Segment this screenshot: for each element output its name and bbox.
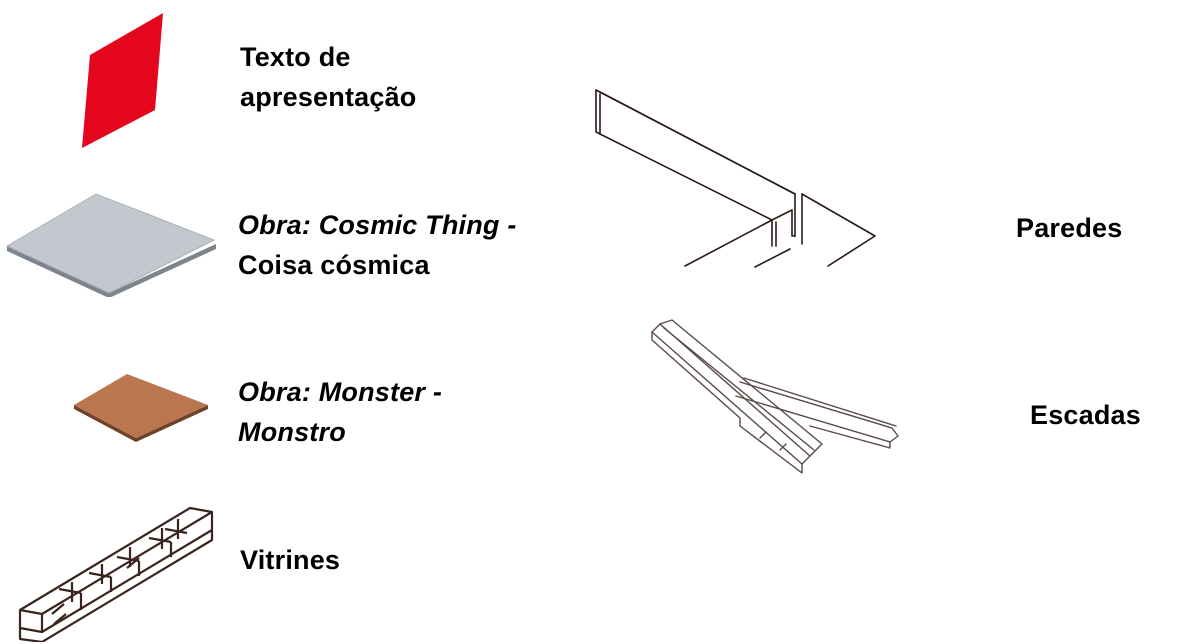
stairs-line1: Escadas <box>1030 400 1141 430</box>
brown-platform-top <box>74 374 208 438</box>
stairs-icon <box>651 319 899 474</box>
walls-icon <box>595 89 876 268</box>
cosmic-thing-label: Obra: Cosmic Thing - Coisa cósmica <box>238 205 517 285</box>
monster-label: Obra: Monster - Monstro <box>238 372 442 452</box>
red-panel-shape <box>82 13 163 148</box>
cosmic-thing-line1: Obra: Cosmic Thing - <box>238 210 517 240</box>
monster-line2: Monstro <box>238 417 346 447</box>
walls-label: Paredes <box>1016 208 1122 248</box>
gray-platform-top <box>5 193 216 294</box>
red-panel-icon <box>82 13 163 148</box>
vitrines-label: Vitrines <box>240 540 340 580</box>
monster-line1: Obra: Monster - <box>238 377 443 407</box>
presentation-text-line2: apresentação <box>240 82 417 112</box>
vitrine-icon <box>18 506 214 642</box>
walls-line1: Paredes <box>1016 213 1123 243</box>
gray-platform-icon <box>5 193 216 297</box>
presentation-text-line1: Texto de <box>240 42 351 72</box>
cosmic-thing-line2: Coisa cósmica <box>238 250 430 280</box>
stairs-label: Escadas <box>1030 395 1141 435</box>
vitrines-line1: Vitrines <box>240 545 341 575</box>
brown-platform-icon <box>74 374 208 442</box>
presentation-text-label: Texto de apresentação <box>240 37 417 117</box>
